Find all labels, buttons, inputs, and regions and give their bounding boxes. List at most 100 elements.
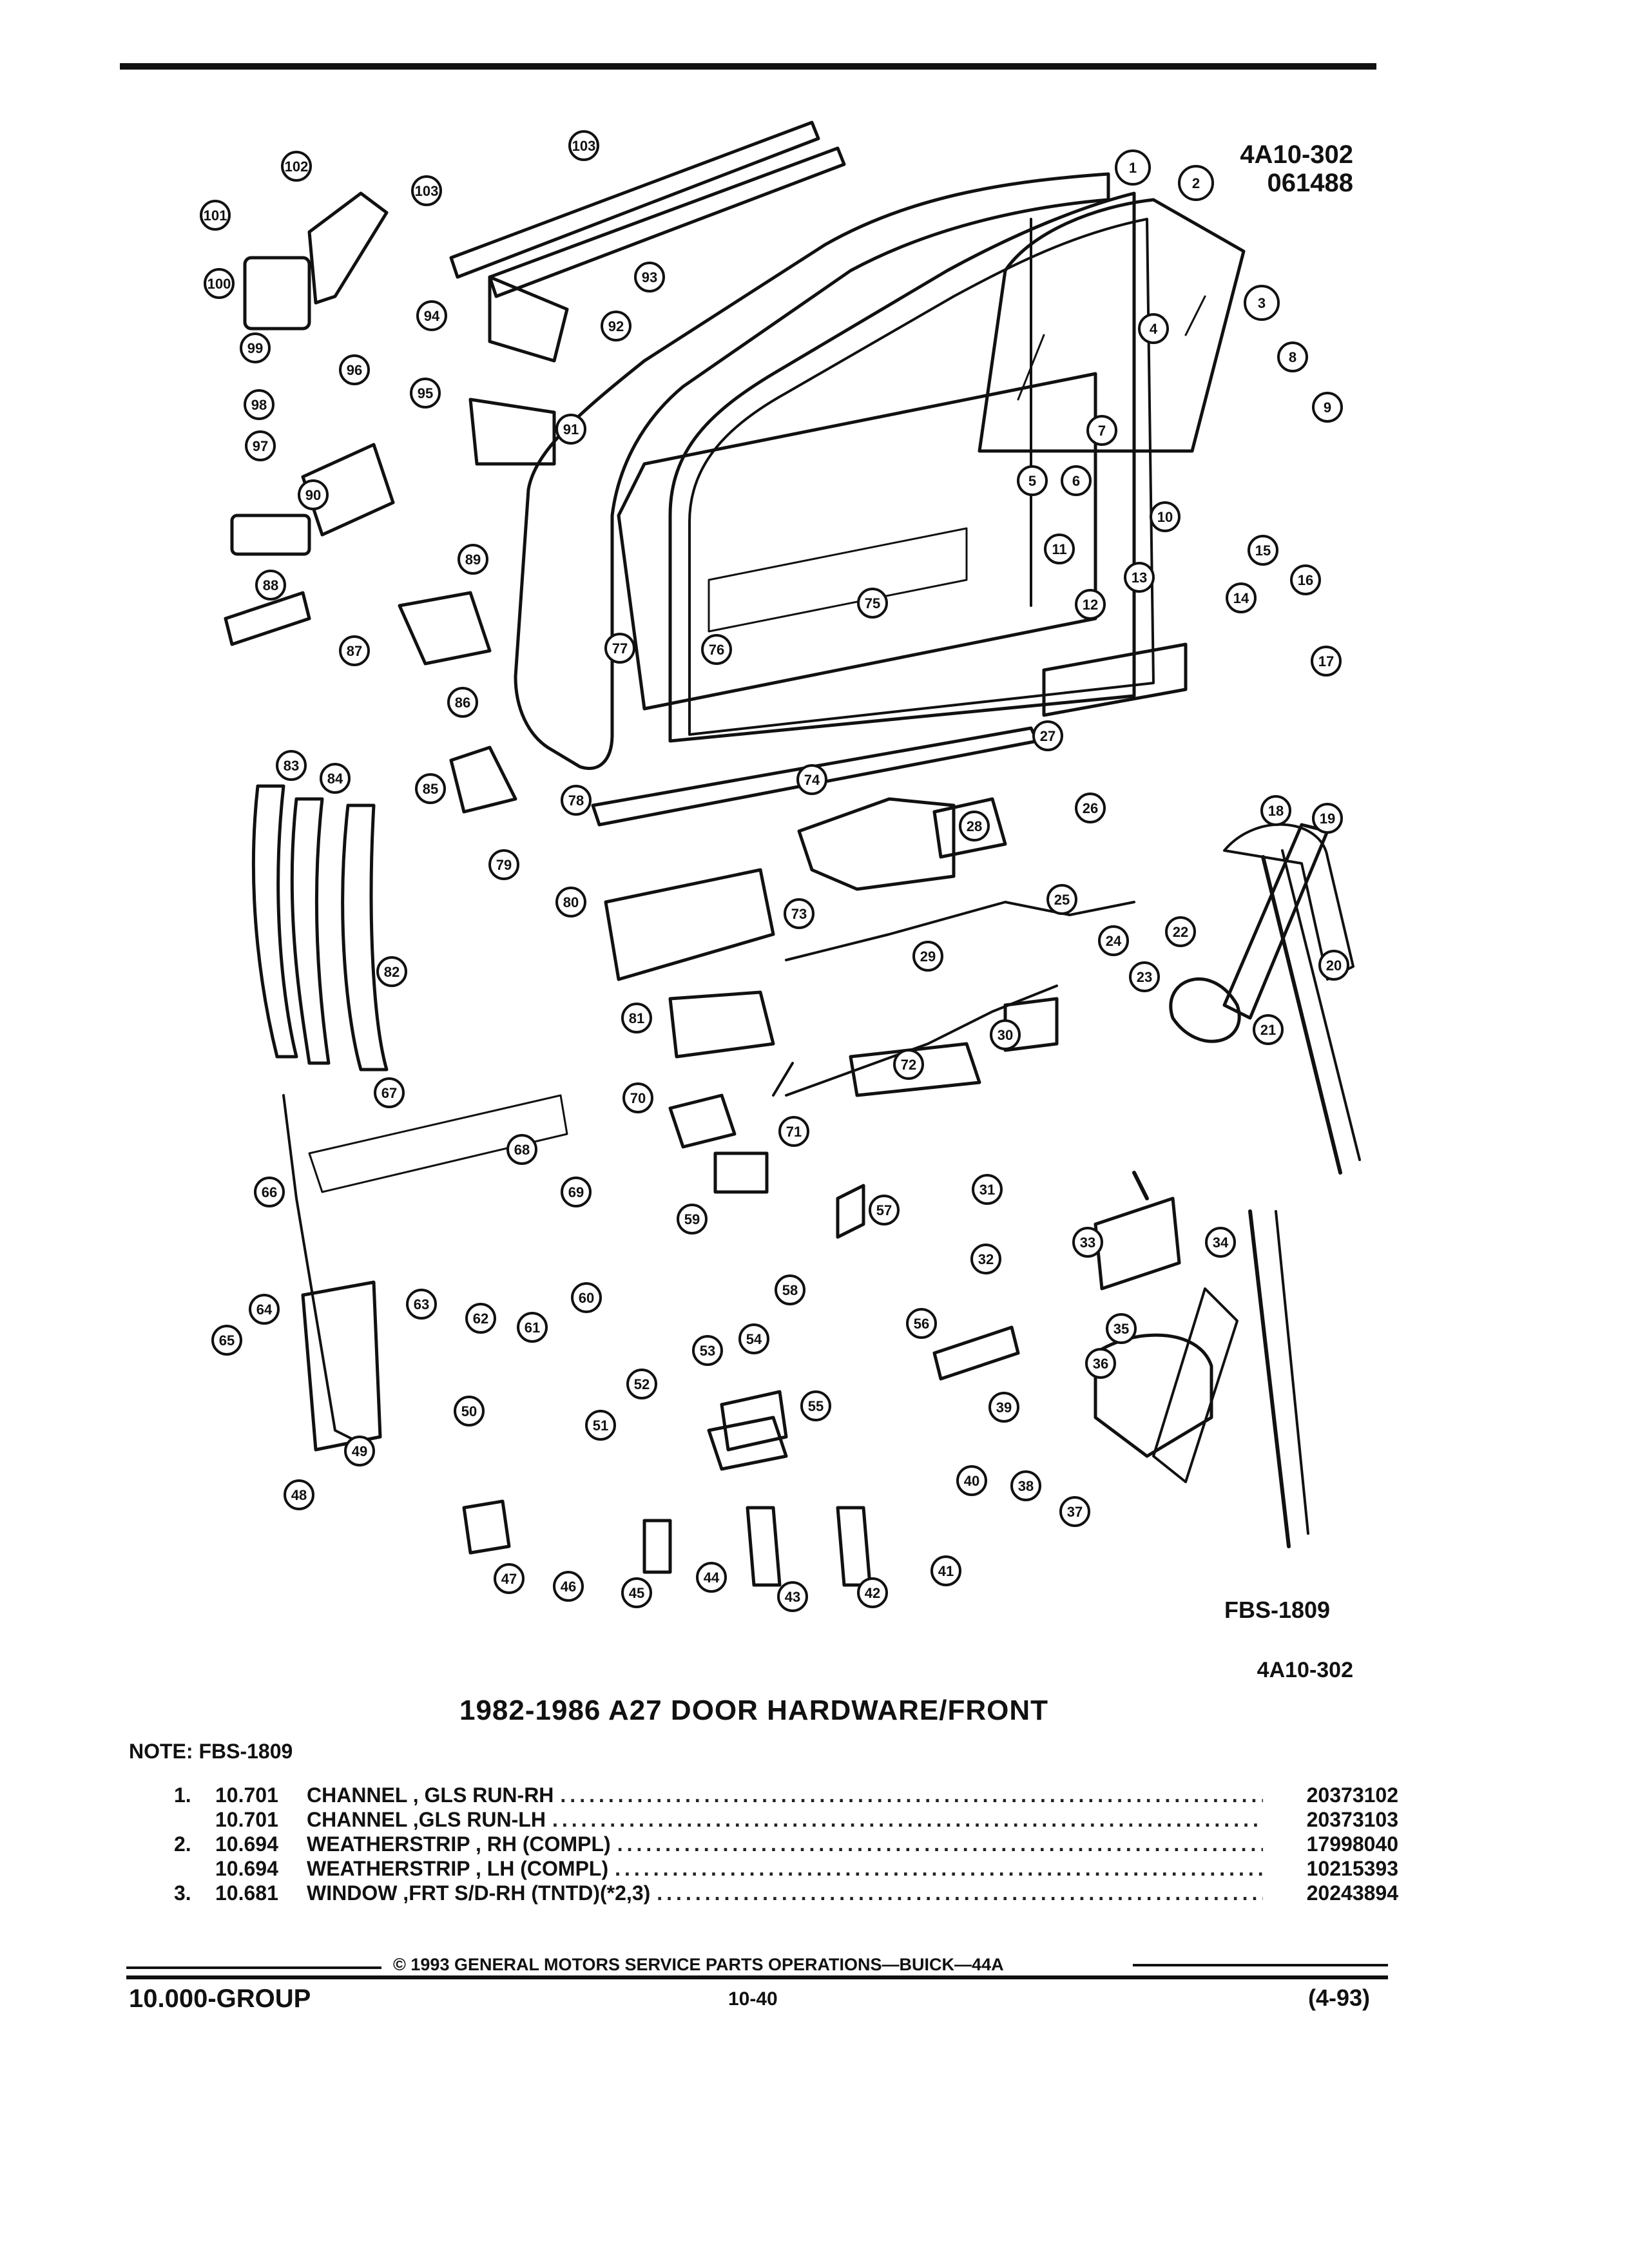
callout-92: 92 [608,318,624,334]
revision-date: (4-93) [1308,1984,1371,2011]
parts-list: 1. 10.701 CHANNEL , GLS RUN-RH .........… [174,1783,1398,1906]
callout-81: 81 [629,1010,644,1026]
footer-rule-right [1133,1964,1388,1966]
callout-104: 103 [572,138,596,154]
callout-97: 97 [253,438,268,454]
callout-100: 100 [207,276,231,292]
callout-9: 9 [1324,399,1331,416]
part-description: CHANNEL ,GLS RUN-LH [307,1808,546,1831]
callout-66: 66 [262,1184,277,1200]
callout-56: 56 [914,1316,929,1332]
callout-89: 89 [465,552,481,568]
parts-row: 10.701 CHANNEL ,GLS RUN-LH .............… [174,1808,1398,1832]
callout-47: 47 [501,1571,517,1587]
glass-run-channel [668,191,1136,743]
callout-18: 18 [1268,803,1284,819]
callout-59: 59 [684,1211,700,1227]
callout-43: 43 [785,1589,800,1605]
callout-60: 60 [579,1290,594,1306]
callout-75: 75 [865,595,880,611]
group-number: 10.694 [215,1832,278,1856]
part-description: WEATHERSTRIP , LH (COMPL) [307,1857,609,1880]
door-inner-panel [617,372,1097,711]
footer-rule-left [126,1966,381,1969]
callout-7: 7 [1098,423,1106,439]
callout-78: 78 [568,793,584,809]
callout-98: 98 [251,397,267,413]
callout-50: 50 [461,1403,477,1419]
parts-row: 10.694 WEATHERSTRIP , LH (COMPL) .......… [174,1857,1398,1881]
callout-79: 79 [496,857,512,873]
callout-16: 16 [1298,572,1313,588]
callout-45: 45 [629,1585,644,1601]
callout-51: 51 [593,1418,608,1434]
copyright: © 1993 GENERAL MOTORS SERVICE PARTS OPER… [393,1955,1004,1974]
part-description: WINDOW ,FRT S/D-RH (TNTD)(*2,3) [307,1881,651,1905]
callout-69: 69 [568,1184,584,1200]
callout-34: 34 [1213,1235,1229,1251]
callout-76: 76 [709,642,724,658]
callout-52: 52 [634,1376,650,1392]
callout-88: 88 [263,577,278,593]
callout-73: 73 [791,906,807,922]
callout-82: 82 [384,964,400,980]
callout-12: 12 [1083,597,1098,613]
callout-46: 46 [561,1579,576,1595]
group-number: 10.701 [215,1783,278,1807]
callout-32: 32 [978,1251,994,1267]
callout-58: 58 [782,1282,798,1298]
callout-33: 33 [1080,1235,1095,1251]
callout-71: 71 [786,1124,802,1140]
callout-90: 90 [305,487,321,503]
callout-25: 25 [1054,892,1070,908]
callout-14: 14 [1233,590,1249,606]
callout-22: 22 [1173,924,1188,940]
callout-86: 86 [455,695,470,711]
callout-4: 4 [1150,321,1158,337]
callout-28: 28 [967,818,982,834]
callout-31: 31 [979,1182,995,1198]
leader-dots: ........................................… [552,1808,1263,1831]
callout-17: 17 [1318,653,1334,669]
callout-36: 36 [1093,1356,1108,1372]
belt-molding-inner [449,120,820,279]
callout-84: 84 [327,771,343,787]
callout-48: 48 [291,1487,307,1503]
callout-91: 91 [563,421,579,437]
page-number: 10-40 [728,1988,778,2010]
weatherstrip [688,218,1155,736]
callout-41: 41 [938,1563,954,1579]
callout-3: 3 [1258,295,1266,311]
callout-26: 26 [1083,800,1098,816]
callout-94: 94 [424,308,440,324]
callout-74: 74 [804,772,820,788]
callout-19: 19 [1320,811,1335,827]
callout-23: 23 [1137,969,1152,985]
ref-number: 3. [174,1881,191,1905]
callout-24: 24 [1106,933,1122,949]
parts-row: 1. 10.701 CHANNEL , GLS RUN-RH .........… [174,1783,1398,1808]
callout-95: 95 [418,385,433,401]
callout-103: 103 [415,183,439,199]
callout-63: 63 [414,1296,429,1312]
callout-13: 13 [1132,570,1147,586]
callout-101: 101 [204,207,227,224]
callout-2: 2 [1192,175,1200,191]
callout-8: 8 [1289,349,1296,365]
part-number: 20373103 [1306,1808,1398,1831]
callout-44: 44 [704,1570,720,1586]
callout-29: 29 [920,948,936,965]
callout-67: 67 [381,1085,397,1101]
part-number: 20243894 [1306,1881,1398,1905]
callout-70: 70 [630,1090,646,1106]
callout-35: 35 [1113,1321,1129,1337]
callout-53: 53 [700,1343,715,1359]
leader-dots: ........................................… [657,1881,1263,1905]
callout-68: 68 [514,1142,530,1158]
window-glass [978,198,1246,453]
callout-99: 99 [247,340,263,356]
callout-62: 62 [473,1311,488,1327]
callout-65: 65 [219,1332,235,1349]
callout-85: 85 [423,781,438,797]
callout-55: 55 [808,1398,824,1414]
